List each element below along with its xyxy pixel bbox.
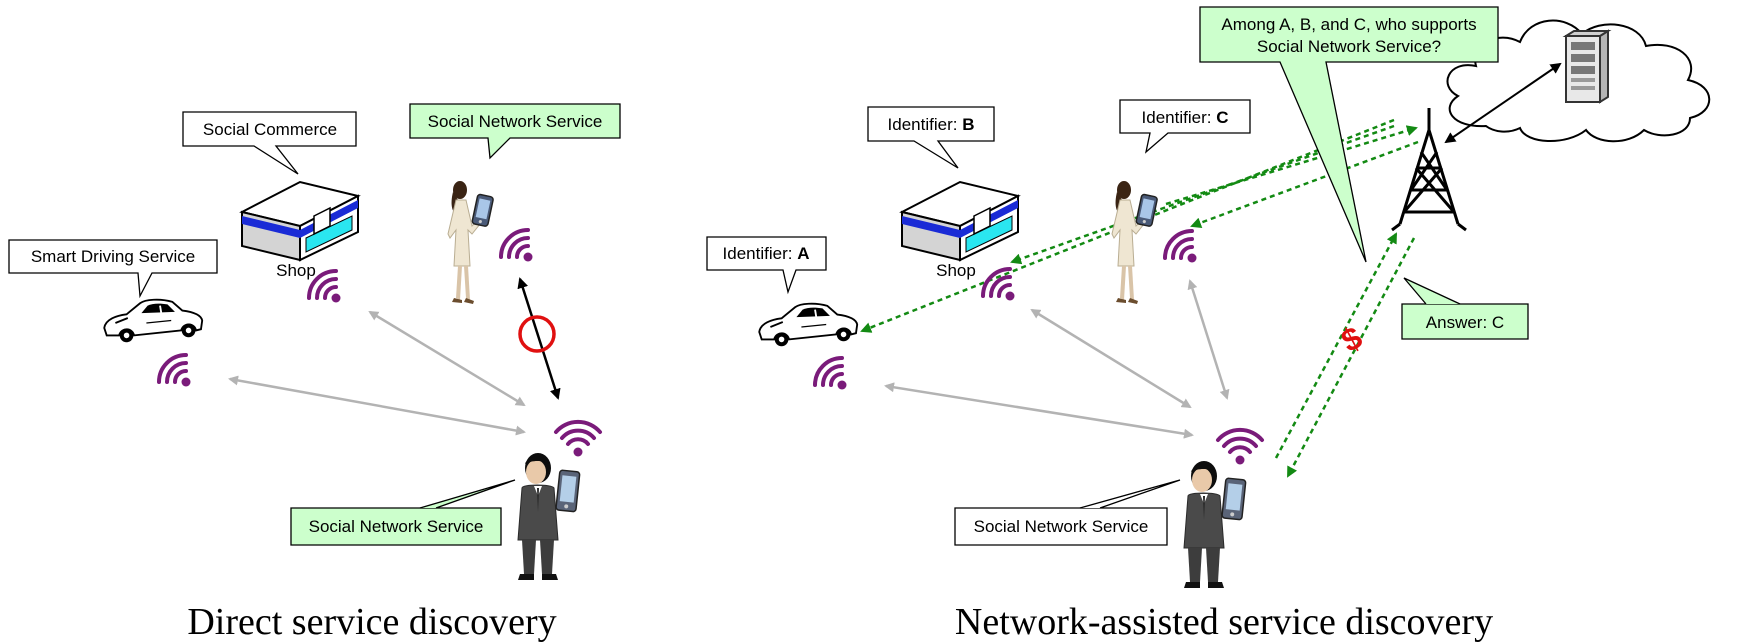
signal-tower-to-woman xyxy=(1190,140,1419,229)
link-shop-man xyxy=(1030,308,1192,409)
shop-callout-text: Social Commerce xyxy=(203,120,337,139)
woman-callout-text: Identifier: C xyxy=(1142,108,1229,127)
wifi-icon xyxy=(813,356,849,392)
man-icon xyxy=(1183,460,1247,589)
question-text-line1: Among A, B, and C, who supports xyxy=(1221,15,1476,34)
identifier-prefix: Identifier: xyxy=(723,244,798,263)
signal-man-to-tower xyxy=(1274,232,1398,459)
identifier-value: B xyxy=(962,115,974,134)
identifier-value: A xyxy=(797,244,809,263)
tower-icon xyxy=(1391,108,1467,232)
man-callout-pointer xyxy=(419,479,516,509)
identifier-prefix: Identifier: xyxy=(1142,108,1217,127)
man-callout-text: Social Network Service xyxy=(974,517,1149,536)
shop-callout xyxy=(867,106,995,169)
link-server-tower xyxy=(1444,62,1562,144)
car-callout xyxy=(706,236,827,295)
question-text-line2: Social Network Service? xyxy=(1257,37,1441,56)
right-panel: $ Identifier: A Shop Identifier: B Ident… xyxy=(706,6,1711,643)
shop-icon xyxy=(901,181,1019,261)
answer-callout-pointer xyxy=(1403,277,1461,305)
wifi-icon xyxy=(981,267,1017,303)
car-icon xyxy=(758,302,859,348)
wifi-up-icon xyxy=(554,419,602,459)
woman-icon xyxy=(1111,180,1159,305)
wifi-icon xyxy=(157,353,193,389)
wifi-icon xyxy=(499,228,535,264)
answer-text: Answer: C xyxy=(1426,313,1504,332)
link-shop-man xyxy=(368,310,526,407)
identifier-value: C xyxy=(1216,108,1228,127)
man-callout-text: Social Network Service xyxy=(309,517,484,536)
match-circle-icon xyxy=(518,315,556,353)
identifier-prefix: Identifier: xyxy=(888,115,963,134)
link-woman-man xyxy=(1187,279,1230,400)
shop-name: Shop xyxy=(276,261,316,280)
shop-icon xyxy=(241,181,359,261)
link-car-man xyxy=(228,375,526,436)
signal-woman-to-tower xyxy=(1165,125,1418,206)
left-caption: Direct service discovery xyxy=(187,601,556,643)
woman-icon xyxy=(447,180,495,305)
question-callout xyxy=(1199,6,1499,263)
car-callout-text: Identifier: A xyxy=(723,244,810,263)
shop-callout xyxy=(182,111,357,175)
woman-callout xyxy=(409,103,621,160)
man-icon xyxy=(517,452,581,581)
wifi-icon xyxy=(1163,229,1199,265)
answer-callout xyxy=(1401,303,1529,340)
car-callout-text: Smart Driving Service xyxy=(31,247,195,266)
right-caption: Network-assisted service discovery xyxy=(955,601,1493,643)
shop-name: Shop xyxy=(936,261,976,280)
left-panel: Smart Driving Service Shop Social Commer… xyxy=(8,103,621,643)
woman-callout-text: Social Network Service xyxy=(428,112,603,131)
link-woman-man xyxy=(517,277,561,400)
man-callout-pointer xyxy=(1079,479,1181,509)
woman-callout xyxy=(1119,99,1251,154)
server-icon xyxy=(1565,30,1609,103)
shop-callout-text: Identifier: B xyxy=(888,115,975,134)
car-icon xyxy=(103,298,204,344)
link-car-man xyxy=(884,382,1194,439)
car-callout xyxy=(8,239,218,299)
wifi-up-icon xyxy=(1216,427,1264,467)
